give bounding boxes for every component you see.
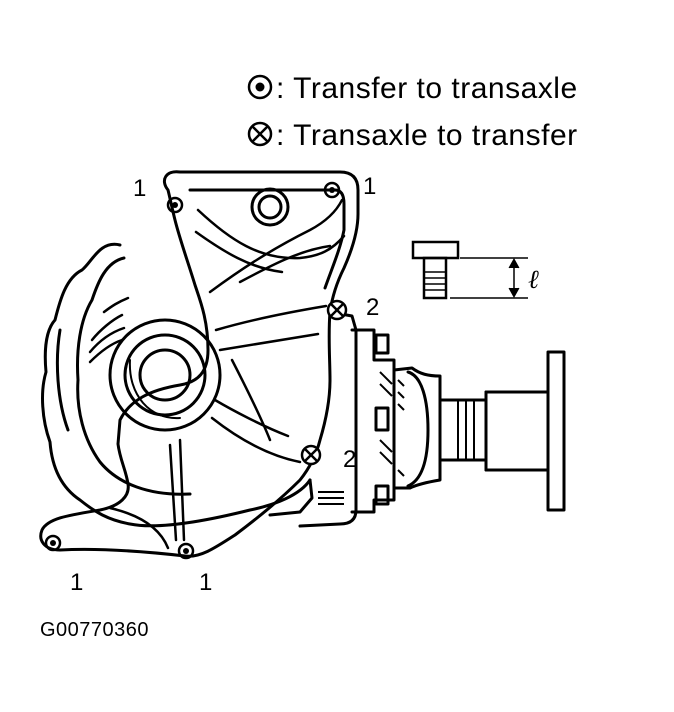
flange-boss-outer xyxy=(250,187,290,227)
transaxle-fins xyxy=(88,296,130,364)
transfer-flange-inner xyxy=(188,188,346,290)
callout-1-bottom-right: 1 xyxy=(199,569,212,596)
transfer-body-side xyxy=(298,310,358,528)
coupling-ring xyxy=(406,370,430,488)
flange-ribs xyxy=(108,198,346,550)
coupling-bolt-c xyxy=(374,484,390,506)
callout-2-upper: 2 xyxy=(366,294,379,321)
coupling-bolt-b xyxy=(374,406,390,432)
bolt-top-right xyxy=(323,181,341,199)
bolt-threads xyxy=(424,271,446,291)
transfer-flange-outline xyxy=(39,170,360,558)
bolt-length-inset xyxy=(411,240,528,300)
companion-flange xyxy=(546,350,566,512)
length-symbol: ℓ xyxy=(528,265,539,295)
callout-1-top-right: 1 xyxy=(363,173,376,200)
coupling-bolt-a xyxy=(374,333,390,355)
transaxle-case-outline xyxy=(41,242,312,528)
legend-transfer-to-transaxle: : Transfer to transaxle xyxy=(246,72,578,106)
flange-boss-inner xyxy=(257,194,283,220)
bolt-bottom-left xyxy=(44,534,62,552)
coupling-housing xyxy=(392,366,442,490)
cross-circle-icon xyxy=(247,121,273,147)
transaxle-case-inner xyxy=(76,256,192,496)
bolt-mid-lower xyxy=(300,444,322,466)
output-bore-inner xyxy=(138,348,192,402)
legend-transaxle-to-transfer: : Transaxle to transfer xyxy=(246,119,578,153)
transfer-body-lower xyxy=(268,478,314,517)
bolt-head xyxy=(411,240,460,260)
dot-circle-icon xyxy=(247,74,273,100)
bolt-mid-upper xyxy=(326,299,348,321)
legend-label-2: : Transaxle to transfer xyxy=(276,119,578,152)
figure-id: G00770360 xyxy=(40,619,150,641)
dim-arrow-down xyxy=(508,287,520,299)
output-bore-outer xyxy=(108,318,222,432)
hatching xyxy=(318,371,475,505)
callout-1-bottom-left: 1 xyxy=(70,569,83,596)
dim-arrow-up xyxy=(508,257,520,269)
transaxle-fin-arc xyxy=(55,328,70,432)
bolt-top-left xyxy=(166,196,184,214)
output-bore-mid xyxy=(123,333,207,417)
bolt-bottom-right xyxy=(177,542,195,560)
shaft-stub xyxy=(438,390,550,472)
callout-1-top-left: 1 xyxy=(133,175,146,202)
output-bore-shade xyxy=(128,359,181,420)
callout-2-lower: 2 xyxy=(343,446,356,473)
legend-label-1: : Transfer to transaxle xyxy=(276,72,578,105)
bolt-holes xyxy=(44,181,348,560)
